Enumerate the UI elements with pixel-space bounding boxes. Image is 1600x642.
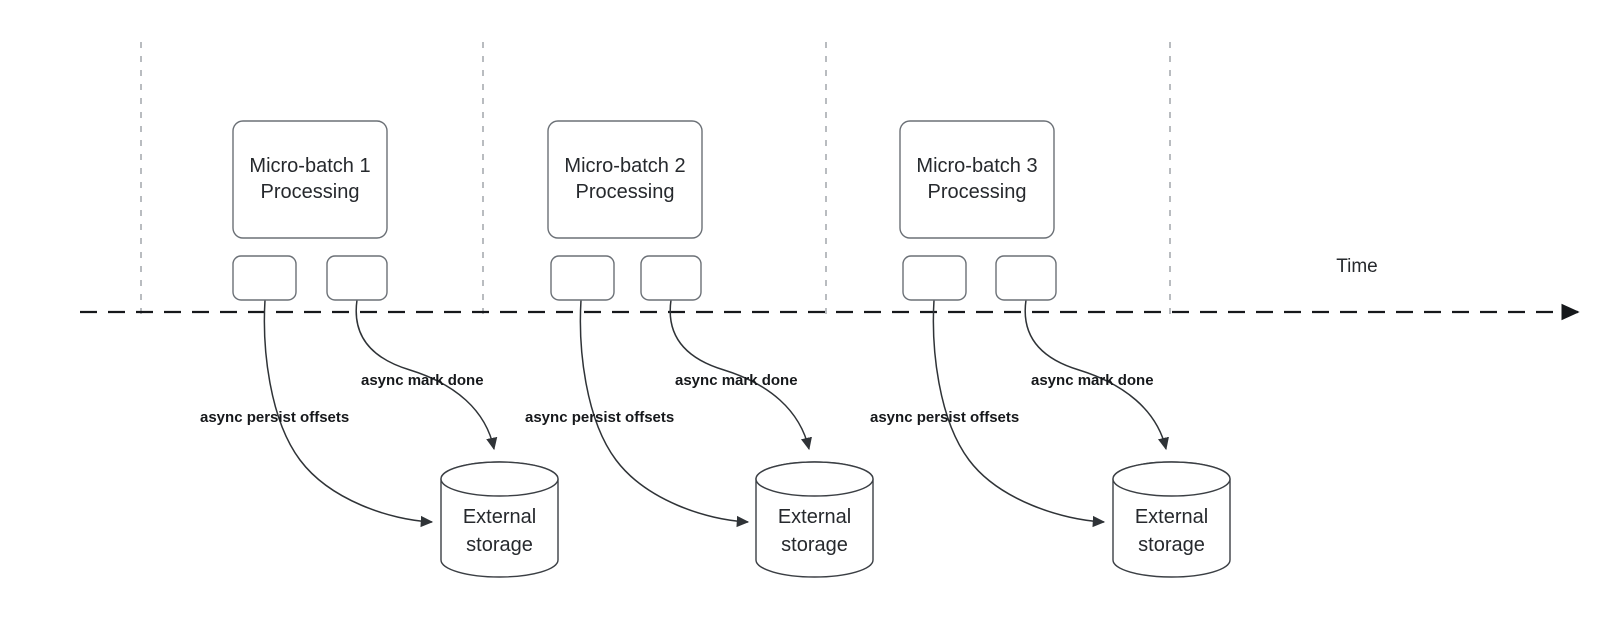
task-box-persist-3[interactable]: [902, 255, 967, 301]
microbatch-label-line2-group-2: Processing: [576, 181, 675, 203]
persist-offsets-edge-2: [579, 299, 750, 528]
microbatch-label-line1-group-2: Micro-batch 2: [564, 155, 685, 177]
task-box-mark-3[interactable]: [995, 255, 1057, 301]
external-storage-cylinder-top-group-2: [755, 461, 874, 497]
microbatch-box-group-2[interactable]: [547, 120, 703, 239]
microbatch-label-line2-group-3: Processing: [928, 181, 1027, 203]
diagram-nodes: [232, 120, 1231, 578]
microbatch-box-group-1[interactable]: [232, 120, 388, 239]
timeline-tick-lines: [140, 42, 1171, 322]
mark-done-edge-3-label: async mark done: [1031, 372, 1154, 389]
external-storage-label-line2-group-2: storage: [781, 534, 848, 556]
mark-done-edge-2: [669, 299, 812, 451]
persist-offsets-edge-1-label: async persist offsets: [200, 409, 349, 426]
mark-done-edge-1: [355, 299, 498, 451]
mark-done-edge-2-label: async mark done: [675, 372, 798, 389]
persist-offsets-edge-1: [263, 299, 434, 528]
time-axis-label: Time: [1336, 256, 1378, 277]
external-storage-label-line1-group-1: External: [463, 506, 536, 528]
mark-done-edge-3: [1024, 299, 1169, 451]
task-box-persist-1[interactable]: [232, 255, 297, 301]
persist-offsets-edge-3-label: async persist offsets: [870, 409, 1019, 426]
task-box-mark-2[interactable]: [640, 255, 702, 301]
microbatch-box-group-3[interactable]: [899, 120, 1055, 239]
microbatch-label-line1-group-1: Micro-batch 1: [249, 155, 370, 177]
external-storage-label-line2-group-1: storage: [466, 534, 533, 556]
external-storage-cylinder-top-group-1: [440, 461, 559, 497]
external-storage-label-line2-group-3: storage: [1138, 534, 1205, 556]
persist-offsets-edge-2-label: async persist offsets: [525, 409, 674, 426]
mark-done-edge-1-label: async mark done: [361, 372, 484, 389]
task-box-persist-2[interactable]: [550, 255, 615, 301]
persist-offsets-edge-3: [932, 299, 1106, 528]
external-storage-label-line1-group-3: External: [1135, 506, 1208, 528]
external-storage-label-line1-group-2: External: [778, 506, 851, 528]
microbatch-label-line2-group-1: Processing: [261, 181, 360, 203]
microbatch-label-line1-group-3: Micro-batch 3: [916, 155, 1037, 177]
task-box-mark-1[interactable]: [326, 255, 388, 301]
flow-edges: [263, 299, 1169, 528]
external-storage-cylinder-top-group-3: [1112, 461, 1231, 497]
